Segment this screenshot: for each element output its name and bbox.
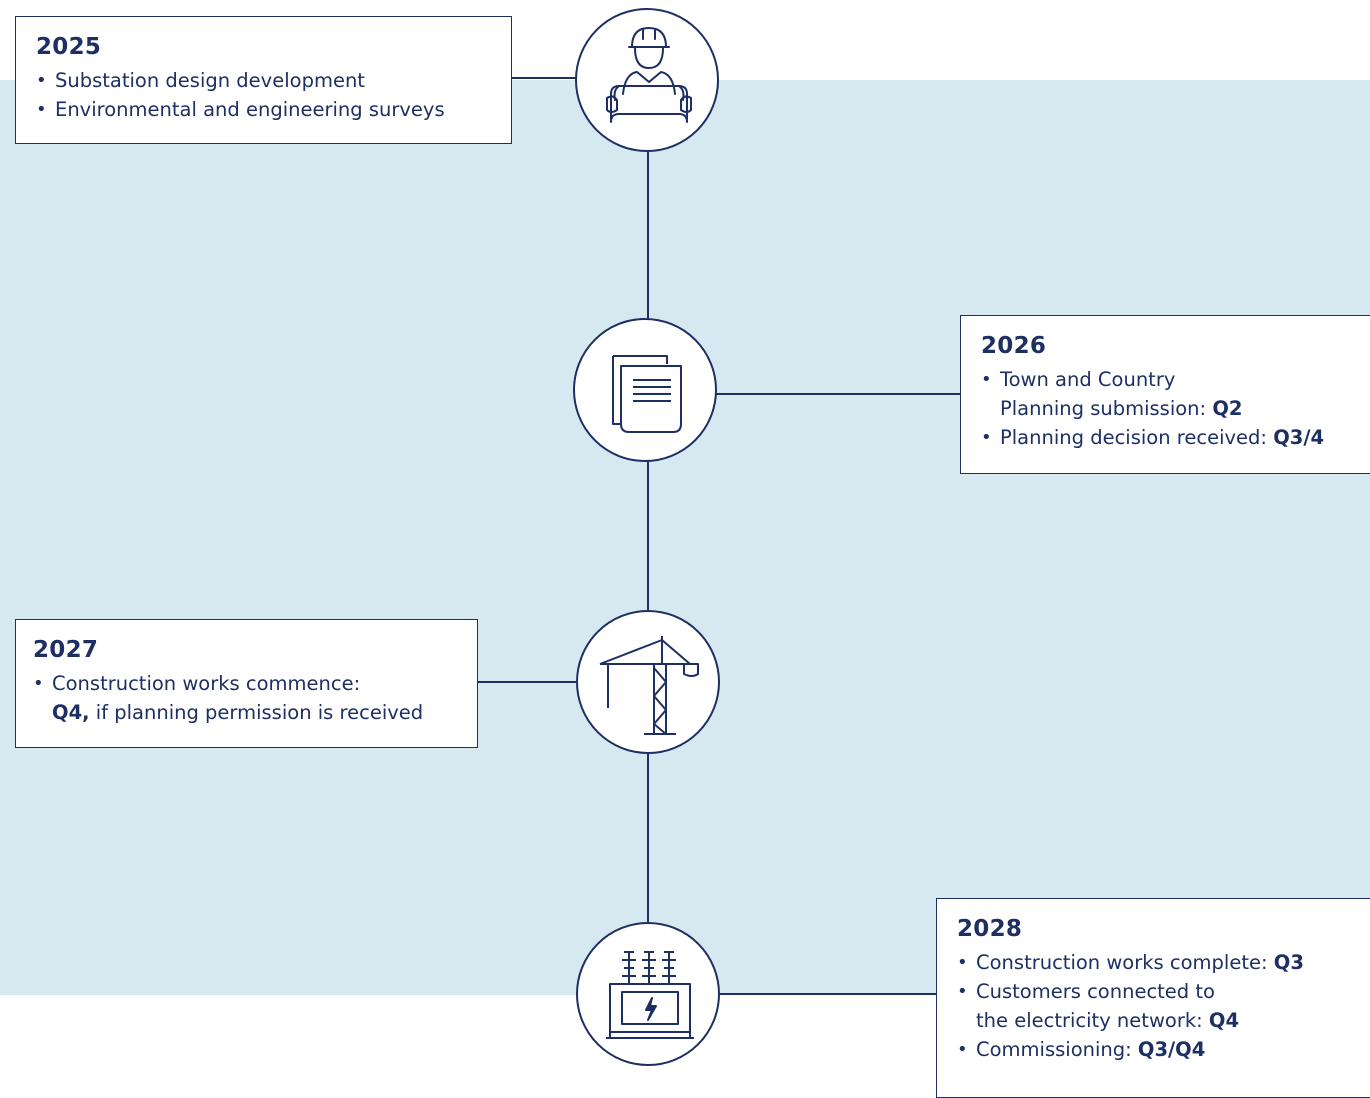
milestone-2027-circle <box>576 610 720 754</box>
milestone-2025-box: 2025 Substation design development Envir… <box>15 16 512 144</box>
milestone-2026-box: 2026 Town and Country Planning submissio… <box>960 315 1370 474</box>
list-item: Construction works complete: Q3 <box>957 948 1359 977</box>
crane-icon <box>599 636 699 735</box>
transformer-icon <box>606 951 694 1039</box>
list-item: Customers connected to the electricity n… <box>957 977 1359 1035</box>
milestone-2028-circle <box>576 922 720 1066</box>
milestone-list: Construction works complete: Q3 Customer… <box>957 948 1359 1064</box>
milestone-year: 2025 <box>36 34 102 60</box>
background-band <box>0 80 1370 995</box>
documents-icon <box>612 355 682 433</box>
milestone-2025-circle <box>575 8 719 152</box>
list-item: Substation design development <box>36 66 491 95</box>
milestone-2027-box: 2027 Construction works commence: Q4, if… <box>15 619 478 748</box>
milestone-year: 2026 <box>981 333 1047 359</box>
list-item: Planning decision received: Q3/4 <box>981 423 1359 452</box>
list-item: Construction works commence: Q4, if plan… <box>33 669 457 727</box>
milestone-list: Town and Country Planning submission: Q2… <box>981 365 1359 452</box>
engineer-with-plans-icon <box>606 27 692 123</box>
milestone-2028-box: 2028 Construction works complete: Q3 Cus… <box>936 898 1370 1098</box>
milestone-list: Construction works commence: Q4, if plan… <box>33 669 457 727</box>
milestone-year: 2028 <box>957 916 1023 942</box>
list-item: Environmental and engineering surveys <box>36 95 491 124</box>
milestone-list: Substation design development Environmen… <box>36 66 491 124</box>
list-item: Town and Country Planning submission: Q2 <box>981 365 1359 423</box>
list-item: Commissioning: Q3/Q4 <box>957 1035 1359 1064</box>
milestone-year: 2027 <box>33 637 99 663</box>
milestone-2026-circle <box>573 318 717 462</box>
